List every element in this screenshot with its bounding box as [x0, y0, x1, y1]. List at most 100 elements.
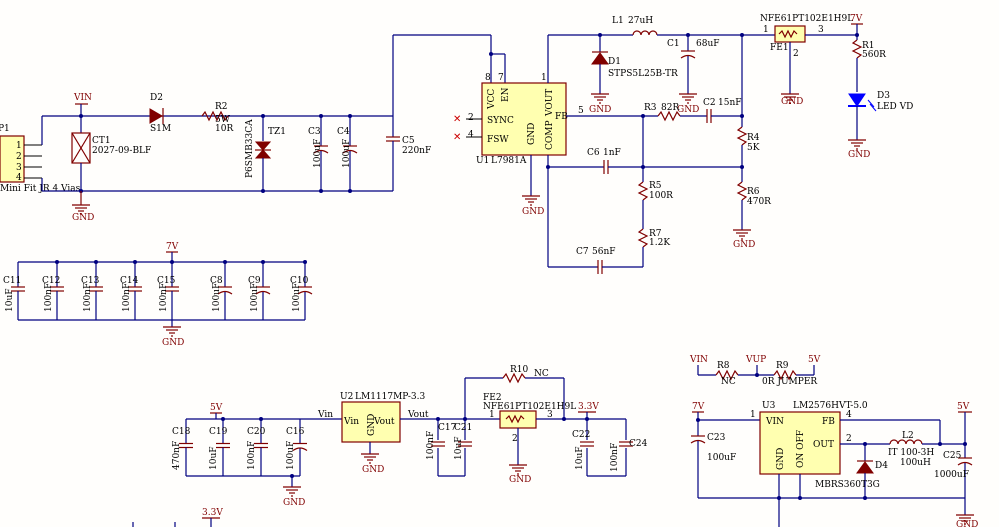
u3-pin4: 4 — [846, 410, 852, 420]
fe2-value: NFE61PT102E1H9L — [483, 402, 576, 412]
r3-value: 82R — [661, 103, 679, 113]
capacitor-c11: C11 10uF — [3, 262, 25, 320]
tvs-diode-tz1: TZ1 P6SMB33CA — [245, 116, 286, 191]
c11-value: 10uF — [5, 289, 15, 313]
diode-d2: D2 S1M — [149, 93, 171, 134]
fe1-ref: FE1 — [770, 43, 789, 53]
c20-ref: C20 — [247, 427, 266, 437]
capacitor-c21: C21 10uF — [454, 423, 472, 460]
resistor-r3: R3 82R — [644, 103, 707, 122]
r2-value2: 10R — [215, 124, 233, 134]
c24-ref: C24 — [629, 439, 648, 449]
p1-ref: P1 — [0, 124, 10, 134]
c8-ref: C8 — [210, 276, 223, 286]
fe2-pin2: 2 — [512, 434, 518, 444]
d2-value: S1M — [150, 124, 171, 134]
gnd-label-c1: GND — [677, 105, 699, 115]
gnd-label-row: GND — [162, 338, 184, 348]
u2-pin-vout: Vout — [373, 417, 395, 427]
u1-pin7: 7 — [498, 73, 504, 83]
r5-value: 100R — [649, 191, 673, 201]
r8-ref: R8 — [717, 361, 730, 371]
r7-value: 1.2K — [649, 238, 670, 248]
u1-pin8: 8 — [485, 73, 491, 83]
vin-net-label-2: VIN — [689, 355, 708, 365]
gnd-label-fe1: GND — [781, 97, 803, 107]
c25-value: 1000uF — [934, 470, 969, 480]
c23-value: 100uF — [707, 453, 736, 463]
fe1-pin1: 1 — [763, 25, 769, 35]
r4-ref: R4 — [747, 133, 760, 143]
u2-ext-vin: Vin — [317, 410, 333, 420]
d3-ref: D3 — [877, 91, 890, 101]
svg-text:✕: ✕ — [453, 132, 461, 143]
c20-value: 100nF — [247, 441, 257, 470]
c21-ref: C21 — [454, 423, 472, 433]
c5-value: 220nF — [402, 146, 431, 156]
d4-ref: D4 — [875, 461, 888, 471]
tz1-value: P6SMB33CA — [245, 119, 255, 178]
ldo-u2: Vin Vout GND U2 LM1117MP-3.3 — [340, 392, 426, 454]
c19-value: 10uF — [209, 447, 219, 471]
capacitor-c1: C1 68uF — [667, 35, 720, 94]
u1-comp: COMP — [545, 120, 555, 150]
p1-value: Mini Fit JR 4 Vias — [0, 184, 81, 194]
c14-ref: C14 — [120, 276, 139, 286]
r2-value: 5W — [215, 115, 231, 125]
capacitor-c23: C23 100uF — [690, 420, 736, 498]
c16-ref: C16 — [286, 427, 305, 437]
r1-value: 560R — [862, 50, 886, 60]
v7-net-label-3: 7V — [692, 402, 705, 412]
connector-p1: P1 1 2 3 4 Mini Fit JR 4 Vias — [0, 124, 81, 194]
c25-ref: C25 — [943, 451, 962, 461]
diode-d4: D4 MBRS360T3G — [815, 444, 888, 498]
c5-ref: C5 — [402, 136, 415, 146]
gnd-label-u1: GND — [522, 207, 544, 217]
resistor-r8: R8 NC — [715, 361, 757, 387]
r4-value: 5K — [747, 143, 760, 153]
c12-ref: C12 — [42, 276, 60, 286]
gnd-label-fe2: GND — [509, 475, 531, 485]
r2-ref: R2 — [215, 102, 228, 112]
c1-value: 68uF — [696, 39, 720, 49]
capacitor-c6: C6 1nF — [587, 148, 643, 174]
vup-net-label: VUP — [745, 355, 766, 365]
resistor-r9: R9 0R JUMPER — [762, 361, 817, 387]
ct1-ref: CT1 — [92, 136, 111, 146]
gnd-label-c25: GND — [956, 520, 978, 527]
v5-net-label-3: 5V — [957, 402, 970, 412]
u1-sync: SYNC — [487, 116, 514, 126]
resistor-r7: R7 1.2K — [637, 228, 670, 267]
u1-fsw: FSW — [487, 135, 509, 145]
u1-pin5: 5 — [578, 106, 584, 116]
u3-ref: U3 — [762, 401, 776, 411]
capacitor-c4: C4 100uF — [337, 116, 358, 191]
fe1-pin3: 3 — [818, 25, 824, 35]
c24-value: 100nF — [610, 443, 620, 472]
common-mode-choke-ct1: CT1 2027-09-BLF — [71, 116, 151, 191]
u3-onoff: ON OFF — [796, 430, 806, 468]
gnd-label-u2: GND — [362, 465, 384, 475]
v33-net-label: 3.3V — [578, 402, 599, 412]
resistor-r5: R5 100R — [637, 181, 673, 229]
resistor-r10: R10 NC — [502, 365, 549, 384]
c23-ref: C23 — [707, 433, 726, 443]
v7-net-label-2: 7V — [166, 242, 179, 252]
emi-filter-fe1: NFE61PT102E1H9L FE1 1 2 3 — [742, 14, 857, 94]
ct1-value: 2027-09-BLF — [92, 146, 151, 156]
v5-net-label: 5V — [808, 355, 821, 365]
u1-pin2: 2 — [468, 113, 474, 123]
c11-ref: C11 — [3, 276, 21, 286]
resistor-r1: R1 560R — [851, 35, 886, 92]
u1-vout: VOUT — [545, 89, 555, 117]
regulator-u1: 8 7 1 VCC EN VOUT COMP GND SYNC FSW FB 2… — [453, 73, 584, 166]
diode-d1: D1 STPS5L25B-TR — [591, 35, 678, 94]
